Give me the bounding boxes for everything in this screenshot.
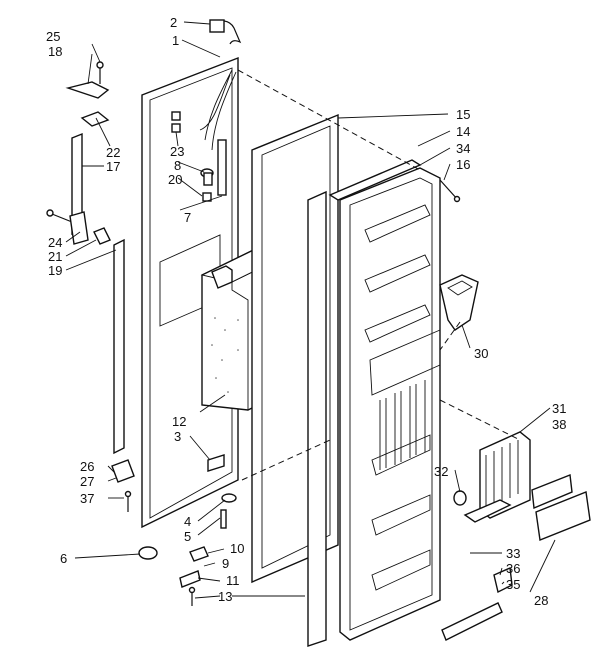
callout-33: 33: [506, 546, 520, 561]
left-seal-strip: [113, 238, 125, 455]
callout-18: 18: [48, 44, 62, 59]
inner-door-liner: [339, 167, 441, 641]
left-hardware: [46, 61, 209, 606]
callout-31: 31: [552, 401, 566, 416]
leader-lines: [65, 21, 556, 599]
callout-11: 11: [226, 573, 240, 588]
callout-17: 17: [106, 159, 120, 174]
callouts: 2 1 25 18 22 17 23 8 20 7 24 21 19 12 3 …: [46, 15, 566, 608]
callout-15: 15: [456, 107, 470, 122]
callout-23: 23: [170, 144, 184, 159]
callout-37: 37: [80, 491, 94, 506]
callout-36: 36: [506, 561, 520, 576]
seal-strip: [307, 190, 327, 647]
callout-3: 3: [174, 429, 181, 444]
callout-7: 7: [184, 210, 191, 225]
callout-27: 27: [80, 474, 94, 489]
callout-35: 35: [506, 577, 520, 592]
callout-16: 16: [456, 157, 470, 172]
callout-6: 6: [60, 551, 67, 566]
callout-2: 2: [170, 15, 177, 30]
callout-14: 14: [456, 124, 470, 139]
callout-34: 34: [456, 141, 470, 156]
dispenser-module: [453, 431, 531, 523]
callout-30: 30: [474, 346, 488, 361]
callout-4: 4: [184, 514, 191, 529]
callout-20: 20: [168, 172, 182, 187]
callout-28: 28: [534, 593, 548, 608]
callout-24: 24: [48, 235, 62, 250]
callout-10: 10: [230, 541, 244, 556]
callout-38: 38: [552, 417, 566, 432]
wire-harness: [199, 19, 242, 151]
outer-door-panel: [141, 56, 239, 529]
callout-25: 25: [46, 29, 60, 44]
callout-19: 19: [48, 263, 62, 278]
callout-8: 8: [174, 158, 181, 173]
ice-chute: [439, 274, 479, 331]
callout-9: 9: [222, 556, 229, 571]
callout-21: 21: [48, 249, 62, 264]
screw-16: [439, 179, 461, 203]
callout-12: 12: [172, 414, 186, 429]
cover-panels: [441, 474, 591, 641]
callout-13: 13: [218, 589, 232, 604]
callout-32: 32: [434, 464, 448, 479]
callout-1: 1: [172, 33, 179, 48]
callout-22: 22: [106, 145, 120, 160]
callout-26: 26: [80, 459, 94, 474]
assembly-lines: [237, 69, 521, 481]
callout-5: 5: [184, 529, 191, 544]
